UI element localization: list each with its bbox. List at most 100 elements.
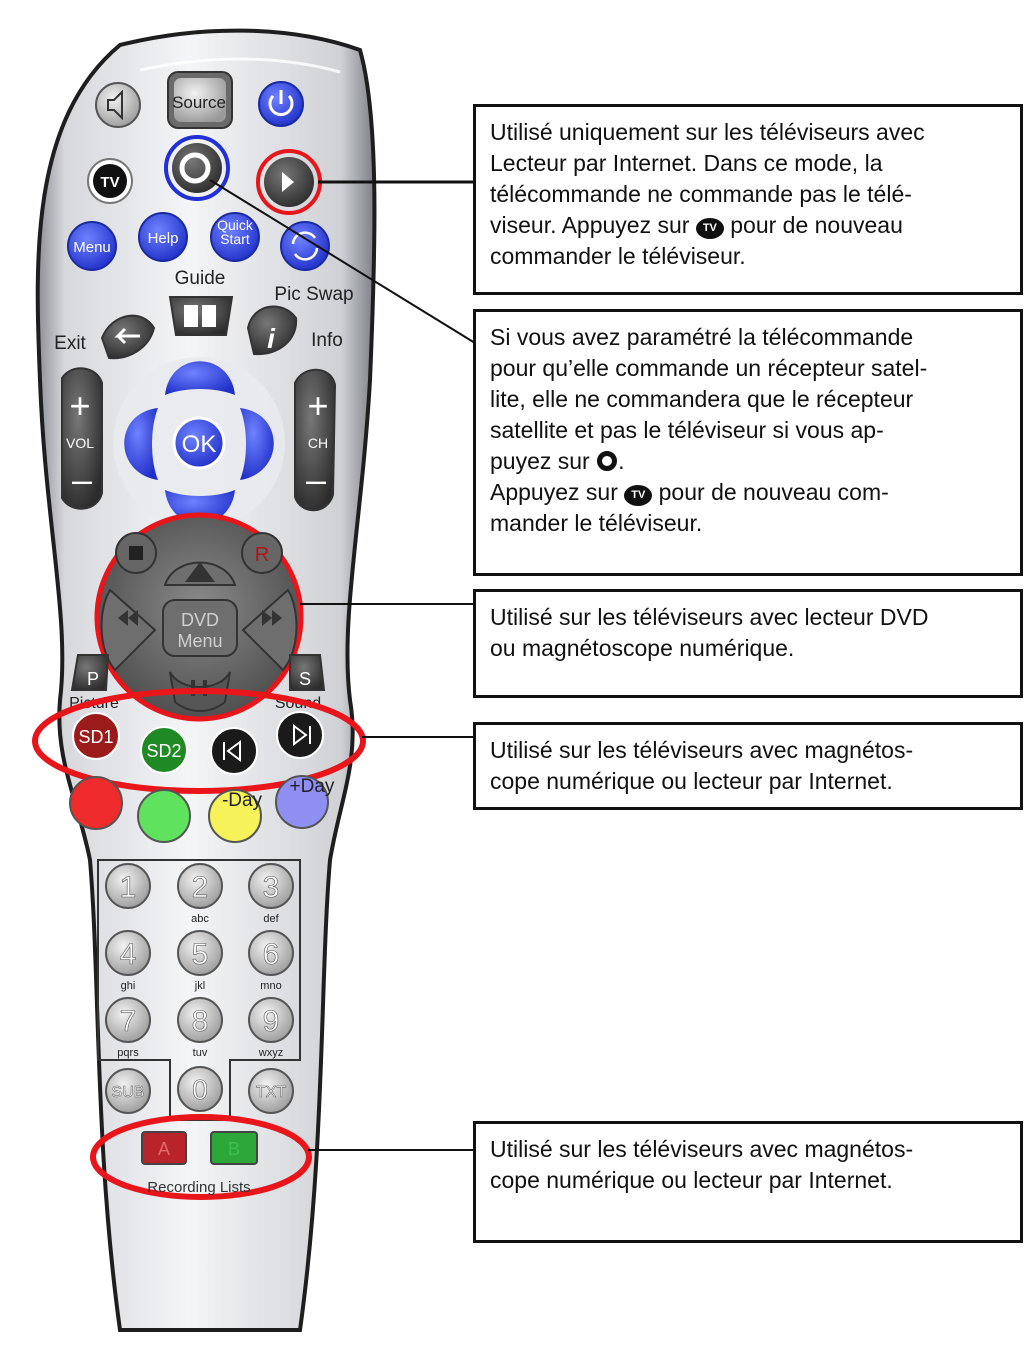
info-button[interactable]: i [246, 305, 298, 356]
menu-label: Menu [73, 239, 111, 256]
digit-4-button[interactable]: 4 ghi [105, 930, 151, 992]
mute-icon [107, 89, 123, 121]
recording-lists-label: Recording Lists [147, 1179, 250, 1196]
callout-recording-lists: Utilisé sur les téléviseurs avec magnéto… [473, 1121, 1023, 1243]
book-icon [184, 305, 216, 327]
digit-letters: abc [191, 913, 209, 925]
tv-label: TV [100, 174, 119, 191]
digit-label: 9 [263, 1005, 280, 1038]
digit-9-button[interactable]: 9 wxyz [248, 997, 294, 1059]
dvd-menu-line1: DVD [181, 610, 219, 630]
dvd-menu-button[interactable]: DVD Menu [162, 599, 238, 657]
satellite-icon [179, 152, 211, 184]
recording-a-label: A [158, 1139, 170, 1159]
red-button[interactable] [69, 776, 123, 830]
exit-button[interactable] [100, 314, 156, 360]
dpad-right[interactable] [240, 408, 274, 480]
skip-back-button[interactable] [210, 727, 258, 775]
source-button[interactable]: Source [167, 71, 233, 129]
mute-button[interactable] [95, 82, 141, 128]
satellite-button[interactable] [164, 135, 230, 201]
zero-label: 0 [192, 1074, 208, 1105]
info-label: Info [311, 330, 343, 351]
digit-letters: mno [260, 980, 281, 992]
dpad-left[interactable] [124, 408, 158, 480]
play-button[interactable] [163, 561, 237, 586]
digit-label: 1 [120, 871, 137, 904]
callout-internet-player: Utilisé uniquement sur les téléviseurs a… [473, 104, 1023, 295]
menu-button[interactable]: Menu [67, 221, 117, 271]
digit-label: 6 [263, 938, 280, 971]
ok-label: OK [182, 431, 217, 458]
digit-3-button[interactable]: 3 def [248, 863, 294, 925]
ok-button[interactable]: OK [172, 416, 226, 470]
digit-label: 8 [192, 1005, 209, 1038]
ch-label: CH [308, 435, 328, 451]
stop-button[interactable] [115, 532, 157, 574]
play-up-icon [185, 562, 215, 582]
volume-rocker[interactable]: + VOL – [61, 367, 103, 510]
sd2-button[interactable]: SD2 [140, 726, 188, 774]
digit-label: 5 [192, 938, 209, 971]
digit-1-button[interactable]: 1 [105, 863, 151, 909]
recording-highlight [90, 1114, 312, 1200]
rewind-button[interactable] [100, 588, 157, 672]
skip-forward-button[interactable] [276, 711, 324, 759]
internet-player-button[interactable] [256, 149, 322, 215]
digit-6-button[interactable]: 6 mno [248, 930, 294, 992]
recording-list-a-button[interactable]: A [141, 1131, 187, 1165]
sub-label: SUB [112, 1084, 145, 1101]
digit-letters: jkl [194, 980, 205, 992]
callout-satellite: Si vous avez paramétré la télécommande p… [473, 309, 1023, 576]
fast-forward-button[interactable] [241, 588, 298, 672]
dpad-up[interactable] [165, 361, 235, 395]
play-circle-icon [282, 172, 294, 192]
zero-button[interactable]: 0 [177, 1066, 223, 1112]
digit-letters: tuv [193, 1047, 208, 1059]
yellow-button[interactable] [208, 789, 262, 843]
swap-icon [291, 231, 319, 261]
purple-button[interactable] [275, 775, 329, 829]
channel-rocker[interactable]: + CH – [294, 368, 337, 512]
digit-letters: ghi [121, 980, 136, 992]
digit-label: 7 [120, 1005, 137, 1038]
digit-label: 3 [263, 871, 280, 904]
sub-button[interactable]: SUB [105, 1068, 151, 1114]
recording-list-b-button[interactable]: B [210, 1131, 258, 1165]
skip-back-icon [223, 740, 241, 762]
help-button[interactable]: Help [138, 212, 188, 262]
txt-label: TXT [256, 1084, 286, 1101]
digit-5-button[interactable]: 5 jkl [177, 930, 223, 992]
sound-button[interactable]: S [289, 654, 326, 691]
satellite-icon [597, 451, 618, 471]
txt-button[interactable]: TXT [248, 1068, 294, 1114]
exit-label: Exit [54, 333, 86, 354]
sd1-button[interactable]: SD1 [72, 712, 120, 760]
green-button[interactable] [137, 789, 191, 843]
record-button[interactable]: R [241, 532, 283, 574]
guide-label: Guide [175, 268, 226, 289]
guide-button[interactable] [168, 296, 234, 336]
picture-button[interactable]: P [70, 654, 110, 691]
sound-s: S [299, 669, 311, 689]
callout-dvd: Utilisé sur les téléviseurs avec lecteur… [473, 589, 1023, 698]
digit-8-button[interactable]: 8 tuv [177, 997, 223, 1059]
digit-label: 4 [120, 938, 137, 971]
stop-icon [129, 546, 143, 560]
tv-icon: TV [695, 218, 724, 239]
sd1-label: SD1 [78, 727, 113, 747]
tv-button[interactable]: TV [87, 158, 133, 204]
info-icon: i [267, 323, 276, 354]
tv-icon: TV [624, 485, 653, 506]
pic-swap-button[interactable] [280, 221, 330, 271]
digit-letters: wxyz [258, 1047, 283, 1059]
digit-letters: def [263, 913, 279, 925]
record-label: R [255, 544, 269, 566]
power-button[interactable] [258, 81, 304, 127]
